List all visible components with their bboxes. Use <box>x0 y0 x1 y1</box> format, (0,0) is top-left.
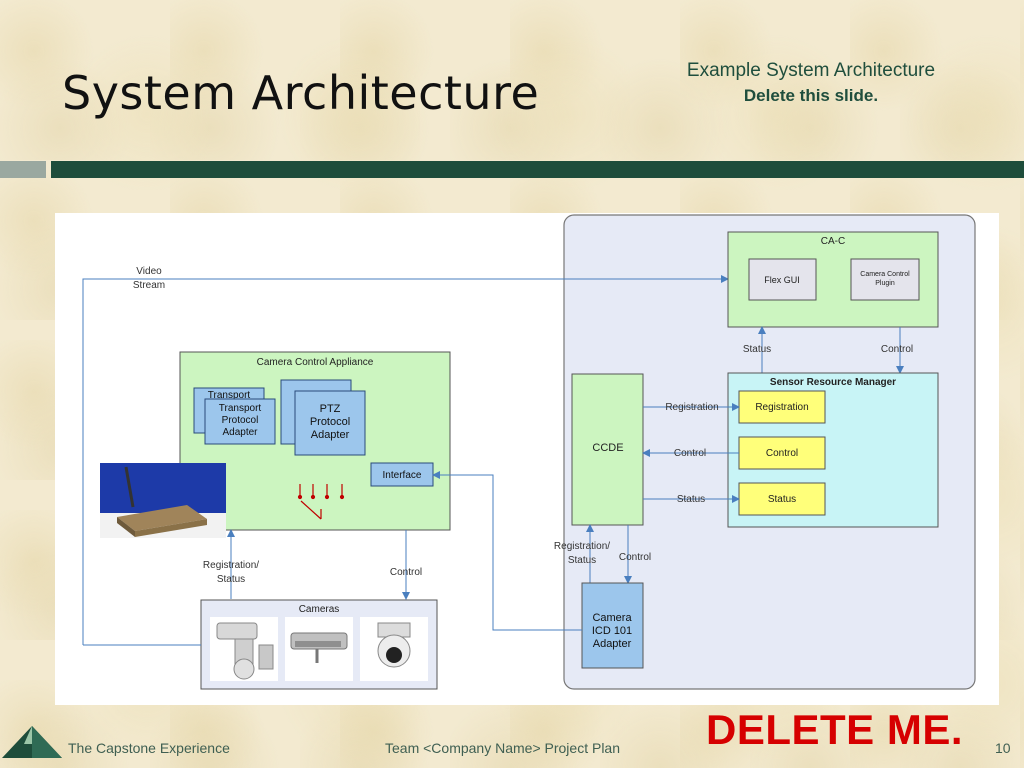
control-left-label: Control <box>390 567 422 578</box>
transport-label-2: Protocol <box>222 415 259 426</box>
transport-adapter-box <box>204 398 276 445</box>
control-top-label: Control <box>881 344 913 355</box>
ptz-camera-image <box>210 617 278 681</box>
appliance-device-image <box>100 463 226 538</box>
ptz-label-1: PTZ <box>320 403 341 415</box>
reg-status-right-label-1: Registration/ <box>554 541 610 552</box>
transport-label-3: Adapter <box>222 427 258 438</box>
icd-label-3: Adapter <box>593 638 632 650</box>
icd-to-interface-line <box>432 471 582 631</box>
capstone-pyramid-logo <box>2 726 62 758</box>
srm-status-box <box>738 482 826 516</box>
transport-back-label: Transport <box>208 390 251 401</box>
camera-control-plugin-box <box>850 258 920 301</box>
status-link-label: Status <box>677 494 705 505</box>
architecture-diagram: Video Stream Camera Control Appliance Tr… <box>55 213 999 705</box>
flex-gui-label: Flex GUI <box>764 275 800 285</box>
camera-icd-adapter-box <box>581 582 644 669</box>
delete-me-label: DELETE ME. <box>706 706 964 753</box>
control-link-label: Control <box>674 448 706 459</box>
srm-registration-label: Registration <box>755 402 808 413</box>
control-right-label: Control <box>619 552 651 563</box>
video-stream-line <box>82 275 729 645</box>
video-stream-label-2: Stream <box>133 280 165 291</box>
status-top-label: Status <box>743 344 771 355</box>
dome-camera-image <box>360 617 428 681</box>
footer-project-title: Team <Company Name> Project Plan <box>385 740 620 756</box>
srm-status-label: Status <box>768 494 796 505</box>
srm-control-label: Control <box>766 448 798 459</box>
ptz-label-2: Protocol <box>310 416 350 428</box>
srm-control-box <box>738 436 826 470</box>
srm-title: Sensor Resource Manager <box>770 377 896 388</box>
icd-label-2: ICD 101 <box>592 625 632 637</box>
plugin-label-1: Camera Control <box>860 271 910 278</box>
bullet-camera-image <box>285 617 353 681</box>
ca-c-title: CA-C <box>821 236 845 247</box>
page-number: 10 <box>995 740 1011 756</box>
ccde-box <box>571 373 644 526</box>
ptz-label-3: Adapter <box>311 429 350 441</box>
cameras-title: Cameras <box>299 604 340 615</box>
instruction-note: Example System Architecture Delete this … <box>646 60 976 106</box>
footer-course-name: The Capstone Experience <box>68 740 230 756</box>
slide-title: System Architecture <box>62 66 540 120</box>
flex-gui-box <box>748 258 817 301</box>
registration-link-label: Registration <box>665 402 718 413</box>
title-bar-accent-dark <box>51 161 1024 178</box>
interface-label: Interface <box>383 470 422 481</box>
plugin-label-2: Plugin <box>875 280 895 287</box>
transport-label-1: Transport <box>219 403 262 414</box>
reg-status-left-label-1: Registration/ <box>203 560 259 571</box>
reg-status-right-label-2: Status <box>568 555 596 566</box>
switch-icon <box>297 484 345 520</box>
note-line-delete: Delete this slide. <box>743 86 879 105</box>
video-stream-label-1: Video <box>136 266 162 277</box>
ptz-adapter-box <box>294 390 366 456</box>
cca-title: Camera Control Appliance <box>257 357 374 368</box>
title-bar-accent-light <box>0 161 46 178</box>
icd-label-1: Camera <box>592 612 632 624</box>
reg-status-left-label-2: Status <box>217 574 245 585</box>
ccde-label: CCDE <box>592 442 623 454</box>
note-line-example: Example System Architecture <box>686 60 936 81</box>
